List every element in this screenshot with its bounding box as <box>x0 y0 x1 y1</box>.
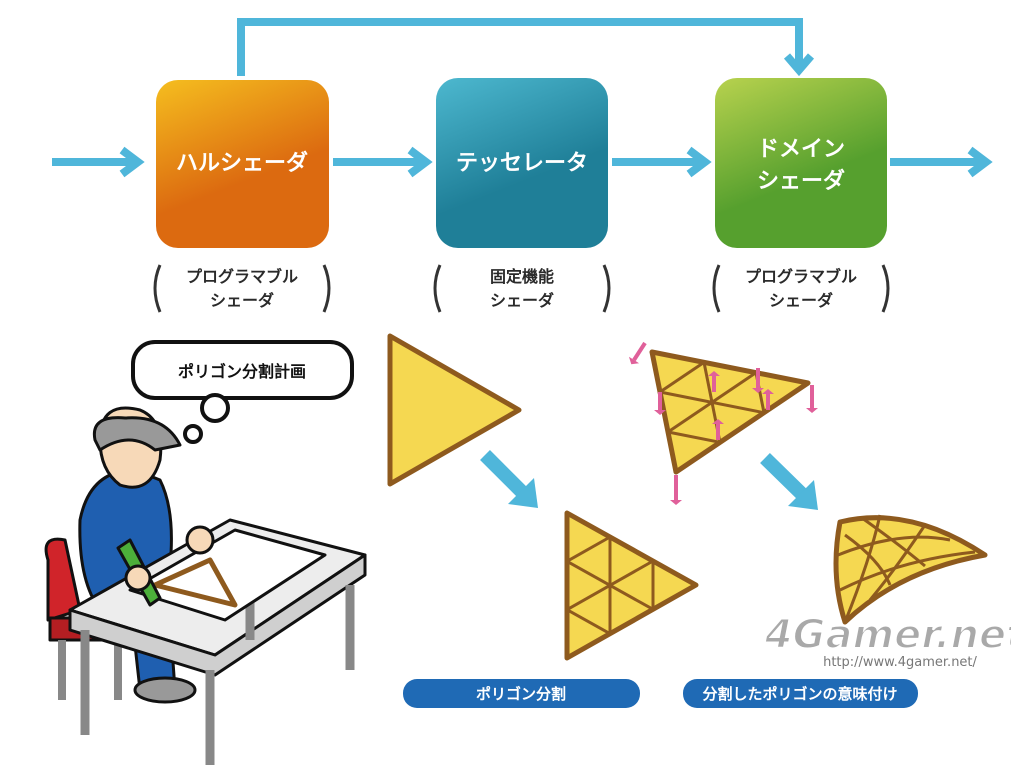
stage-type: プログラマブル <box>186 267 298 286</box>
input-arrow <box>52 146 145 178</box>
subdivision-edge <box>566 535 611 563</box>
displacement-arrowhead <box>806 408 818 413</box>
curved-patch <box>833 515 988 625</box>
chair <box>44 537 82 622</box>
stage-label: シェーダ <box>757 168 845 194</box>
subdivision-edge <box>659 390 765 415</box>
stage-label: ハルシェーダ <box>176 150 308 176</box>
stage-type: シェーダ <box>210 291 274 310</box>
patch-edge <box>868 524 927 601</box>
drawn-triangle <box>152 557 238 608</box>
displacement-arrowhead <box>708 371 720 376</box>
stage-label: ドメイン <box>757 137 845 162</box>
displaced-triangle <box>649 349 811 475</box>
stage-type: 固定機能 <box>490 267 554 286</box>
displacement-arrow <box>632 341 647 362</box>
patch-edge <box>837 535 951 557</box>
stage-type: プログラマブル <box>745 267 857 286</box>
displacement-arrowhead <box>654 410 666 415</box>
output-arrow <box>890 146 993 178</box>
thought-text: ポリゴン分割計画 <box>178 362 306 381</box>
subdivision-edge <box>667 430 721 444</box>
patch-edge <box>844 533 892 586</box>
flow-arrows <box>52 18 993 178</box>
caption-polygon-division: ポリゴン分割 <box>403 679 640 708</box>
stage-type: シェーダ <box>490 291 554 310</box>
displacement-arrowhead <box>628 356 640 365</box>
stage-tessellator: テッセレータ <box>436 78 608 248</box>
subdivided-triangle <box>564 510 699 661</box>
stage-domain-shader: ドメイン シェーダ <box>715 78 887 248</box>
watermark-logo: 4Gamer.net <box>764 612 1011 658</box>
displacement-arrowhead <box>752 388 764 393</box>
triangle-illustrations <box>387 333 988 661</box>
direction-arrowhead <box>508 478 538 508</box>
thought-bubble: ポリゴン分割計画 <box>131 340 354 444</box>
caption-text: 分割したポリゴンの意味付け <box>702 685 897 703</box>
displacement-arrowhead <box>712 419 724 424</box>
patch-edge <box>839 550 976 592</box>
bypass-arrow <box>237 18 815 77</box>
displacement-arrowhead <box>670 500 682 505</box>
patch-edge <box>843 514 882 623</box>
caption-text: ポリゴン分割 <box>476 685 566 703</box>
subdivision-edge <box>566 608 611 635</box>
stage-hull-shader: ハルシェーダ <box>156 80 329 248</box>
stage-type: シェーダ <box>769 291 833 310</box>
watermark: 4Gamer.net http://www.4gamer.net/ <box>763 611 1011 670</box>
subdivision-edge <box>566 560 654 611</box>
caption-polygon-semantics: 分割したポリゴンの意味付け <box>683 679 918 708</box>
displacement-arrowhead <box>762 389 774 394</box>
arrow-hull-to-tessellator <box>333 146 433 178</box>
arrow-tessellator-to-domain <box>612 146 712 178</box>
patch-edge <box>861 516 926 568</box>
input-triangle <box>387 333 522 487</box>
watermark-url: http://www.4gamer.net/ <box>823 655 977 670</box>
cap <box>92 416 182 452</box>
stage-types: プログラマブル シェーダ 固定機能 シェーダ プログラマブル シェーダ <box>153 264 890 313</box>
subdivision-edge <box>659 361 705 394</box>
stage-label: テッセレータ <box>456 151 588 176</box>
person-at-desk-illustration <box>44 406 367 765</box>
direction-arrowhead <box>788 480 818 510</box>
